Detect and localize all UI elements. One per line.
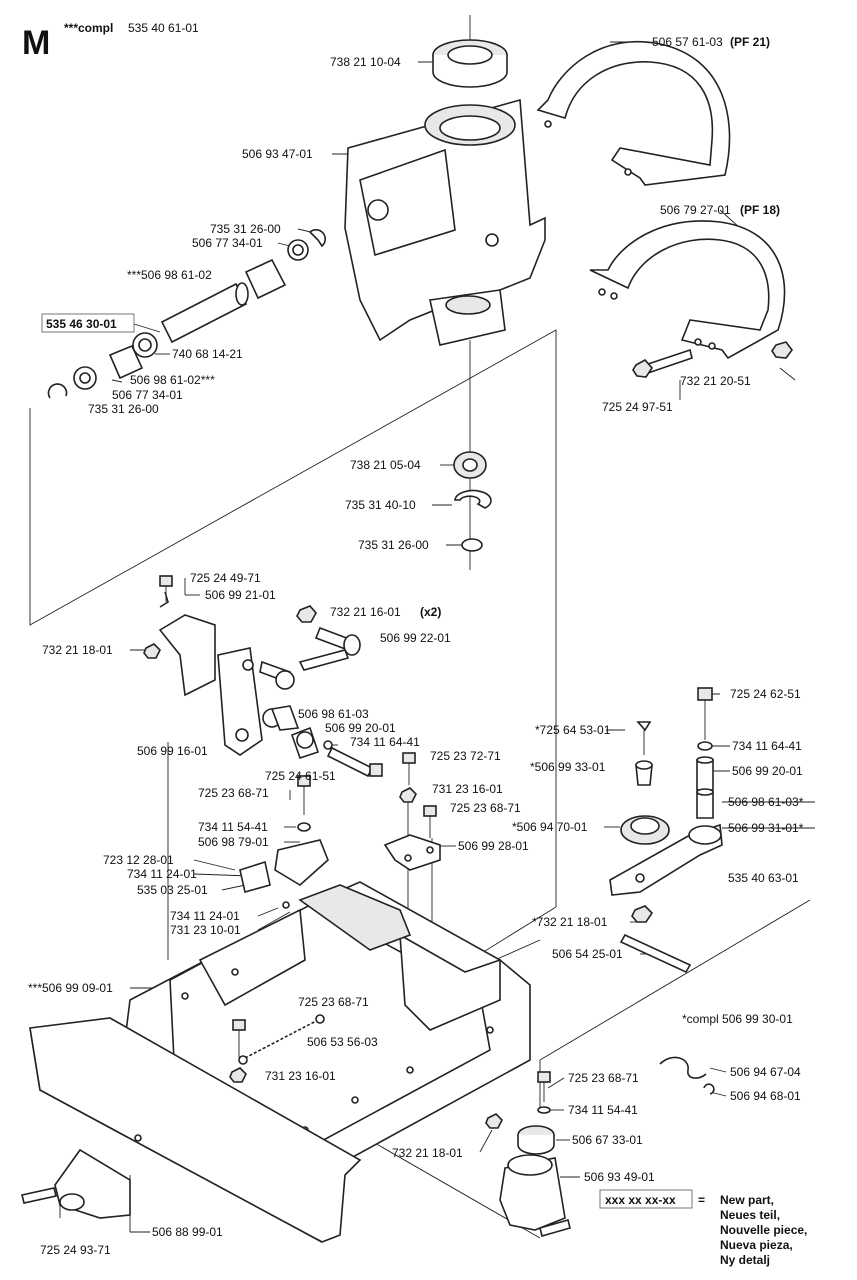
label-pf18: (PF 18) — [740, 203, 780, 217]
label-506-99-16-01: 506 99 16-01 — [137, 744, 208, 758]
label-732-21-16-01: 732 21 16-01 — [330, 605, 401, 619]
label-732-21-18-01-b: *732 21 18-01 — [532, 915, 608, 929]
label-725-24-62-51: 725 24 62-51 — [730, 687, 801, 701]
label-735-31-26-00-b: 735 31 26-00 — [88, 402, 159, 416]
legend-code: xxx xx xx-xx — [605, 1193, 676, 1207]
legend-line-2: Neues teil, — [720, 1208, 780, 1222]
label-506-88-99-01: 506 88 99-01 — [152, 1225, 223, 1239]
label-738-21-05-04: 738 21 05-04 — [350, 458, 421, 472]
label-732-21-20-51: 732 21 20-51 — [680, 374, 751, 388]
label-506-79-27-01: 506 79 27-01 — [660, 203, 731, 217]
label-506-94-67-04: 506 94 67-04 — [730, 1065, 801, 1079]
label-box-535-46-30-01 — [41, 313, 135, 333]
clamp-pf21 — [536, 41, 731, 186]
front-bumper — [29, 1017, 362, 1243]
label-734-11-54-41-a: 734 11 54-41 — [198, 820, 268, 834]
label-506-93-47-01: 506 93 47-01 — [242, 147, 313, 161]
label-725-24-61-51: 725 24 61-51 — [265, 769, 336, 783]
legend-line-4: Nueva pieza, — [720, 1238, 793, 1252]
label-pf21: (PF 21) — [730, 35, 770, 49]
label-506-77-34-01-a: 506 77 34-01 — [192, 236, 263, 250]
legend-line-1: New part, — [720, 1193, 774, 1207]
label-725-23-68-71-d: 725 23 68-71 — [568, 1071, 639, 1085]
label-506-57-61-03: 506 57 61-03 — [652, 35, 723, 49]
legend-equals: = — [698, 1193, 705, 1207]
label-506-98-61-02-b: 506 98 61-02*** — [130, 373, 215, 387]
pin-stack-left — [47, 229, 326, 399]
label-735-31-40-10: 735 31 40-10 — [345, 498, 416, 512]
label-725-23-68-71-b: 725 23 68-71 — [450, 801, 521, 815]
legend-line-5: Ny detalj — [720, 1253, 770, 1267]
label-734-11-64-41-b: 734 11 64-41 — [732, 739, 802, 753]
label-506-67-33-01: 506 67 33-01 — [572, 1133, 643, 1147]
label-725-24-97-51: 725 24 97-51 — [602, 400, 673, 414]
label-compl-506-99-30-01: *compl 506 99 30-01 — [682, 1012, 793, 1026]
label-731-23-10-01: 731 23 10-01 — [170, 923, 241, 937]
label-735-31-26-00-c: 735 31 26-00 — [358, 538, 429, 552]
label-506-98-79-01: 506 98 79-01 — [198, 835, 269, 849]
main-frame — [119, 881, 531, 1181]
label-506-99-21-01: 506 99 21-01 — [205, 588, 276, 602]
label-734-11-64-41-a: 734 11 64-41 — [350, 735, 420, 749]
label-535-46-30-01: 535 46 30-01 — [46, 317, 117, 331]
label-734-11-54-41-b: 734 11 54-41 — [568, 1103, 638, 1117]
label-506-99-20-01-b: 506 99 20-01 — [732, 764, 803, 778]
label-506-99-31-01: 506 99 31-01* — [728, 821, 804, 835]
bracket-506-88-99-01 — [21, 1148, 131, 1219]
part-labels: 738 21 10-04 506 57 61-03 (PF 21) 506 93… — [28, 35, 804, 1257]
label-x2: (x2) — [420, 605, 441, 619]
label-506-94-70-01: *506 94 70-01 — [512, 820, 588, 834]
label-738-21-10-04: 738 21 10-04 — [330, 55, 401, 69]
label-506-98-61-02-a: ***506 98 61-02 — [127, 268, 212, 282]
nut-732-21-20-51 — [771, 341, 793, 359]
label-731-23-16-01-b: 731 23 16-01 — [265, 1069, 336, 1083]
label-734-11-24-01-a: 734 11 24-01 — [127, 867, 197, 881]
label-506-99-28-01: 506 99 28-01 — [458, 839, 529, 853]
label-506-94-68-01: 506 94 68-01 — [730, 1089, 801, 1103]
bracket-506-99-28-01 — [383, 834, 441, 871]
label-725-24-93-71: 725 24 93-71 — [40, 1243, 111, 1257]
label-506-99-20-01-a: 506 99 20-01 — [325, 721, 396, 735]
label-725-23-68-71-a: 725 23 68-71 — [198, 786, 269, 800]
clamp-pf18 — [589, 220, 786, 360]
label-740-68-14-21: 740 68 14-21 — [172, 347, 243, 361]
label-734-11-24-01-b: 734 11 24-01 — [170, 909, 240, 923]
section-letter: M — [22, 24, 50, 62]
label-735-31-26-00-a: 735 31 26-00 — [210, 222, 281, 236]
legend: xxx xx xx-xx = New part, Neues teil, Nou… — [599, 1189, 807, 1267]
frame-spring-bolts — [229, 1014, 503, 1129]
pulley-assembly-right — [609, 687, 723, 974]
label-506-98-61-03-a: 506 98 61-03 — [298, 707, 369, 721]
label-506-99-33-01: *506 99 33-01 — [530, 760, 606, 774]
label-506-93-49-01: 506 93 49-01 — [584, 1170, 655, 1184]
label-732-21-18-01-c: 732 21 18-01 — [392, 1146, 463, 1160]
bearing-stack-centre — [453, 451, 492, 552]
legend-line-3: Nouvelle piece, — [720, 1223, 807, 1237]
steering-housing — [344, 39, 546, 346]
label-725-23-68-71-c: 725 23 68-71 — [298, 995, 369, 1009]
label-506-98-61-03-b: 506 98 61-03* — [728, 795, 804, 809]
label-535-40-63-01: 535 40 63-01 — [728, 871, 799, 885]
label-725-23-72-71: 725 23 72-71 — [430, 749, 501, 763]
label-732-21-18-01-a: 732 21 18-01 — [42, 643, 113, 657]
label-506-53-56-03: 506 53 56-03 — [307, 1035, 378, 1049]
bolt-725-24-97-51 — [632, 348, 693, 378]
compl-number: 535 40 61-01 — [128, 21, 199, 35]
label-506-77-34-01-b: 506 77 34-01 — [112, 388, 183, 402]
label-725-64-53-01: *725 64 53-01 — [535, 723, 611, 737]
label-725-24-49-71: 725 24 49-71 — [190, 571, 261, 585]
label-506-99-22-01: 506 99 22-01 — [380, 631, 451, 645]
compl-prefix: ***compl — [64, 21, 113, 35]
bracket-linkage — [143, 575, 383, 778]
hose-506-94-67-04 — [659, 1056, 715, 1095]
label-506-99-09-01: ***506 99 09-01 — [28, 981, 113, 995]
frame-top-bolts — [239, 752, 437, 909]
reservoir-assembly — [499, 1071, 571, 1237]
label-535-03-25-01: 535 03 25-01 — [137, 883, 208, 897]
label-723-12-28-01: 723 12 28-01 — [103, 853, 174, 867]
label-506-54-25-01: 506 54 25-01 — [552, 947, 623, 961]
label-731-23-16-01-a: 731 23 16-01 — [432, 782, 503, 796]
legend-code-box — [599, 1189, 693, 1209]
